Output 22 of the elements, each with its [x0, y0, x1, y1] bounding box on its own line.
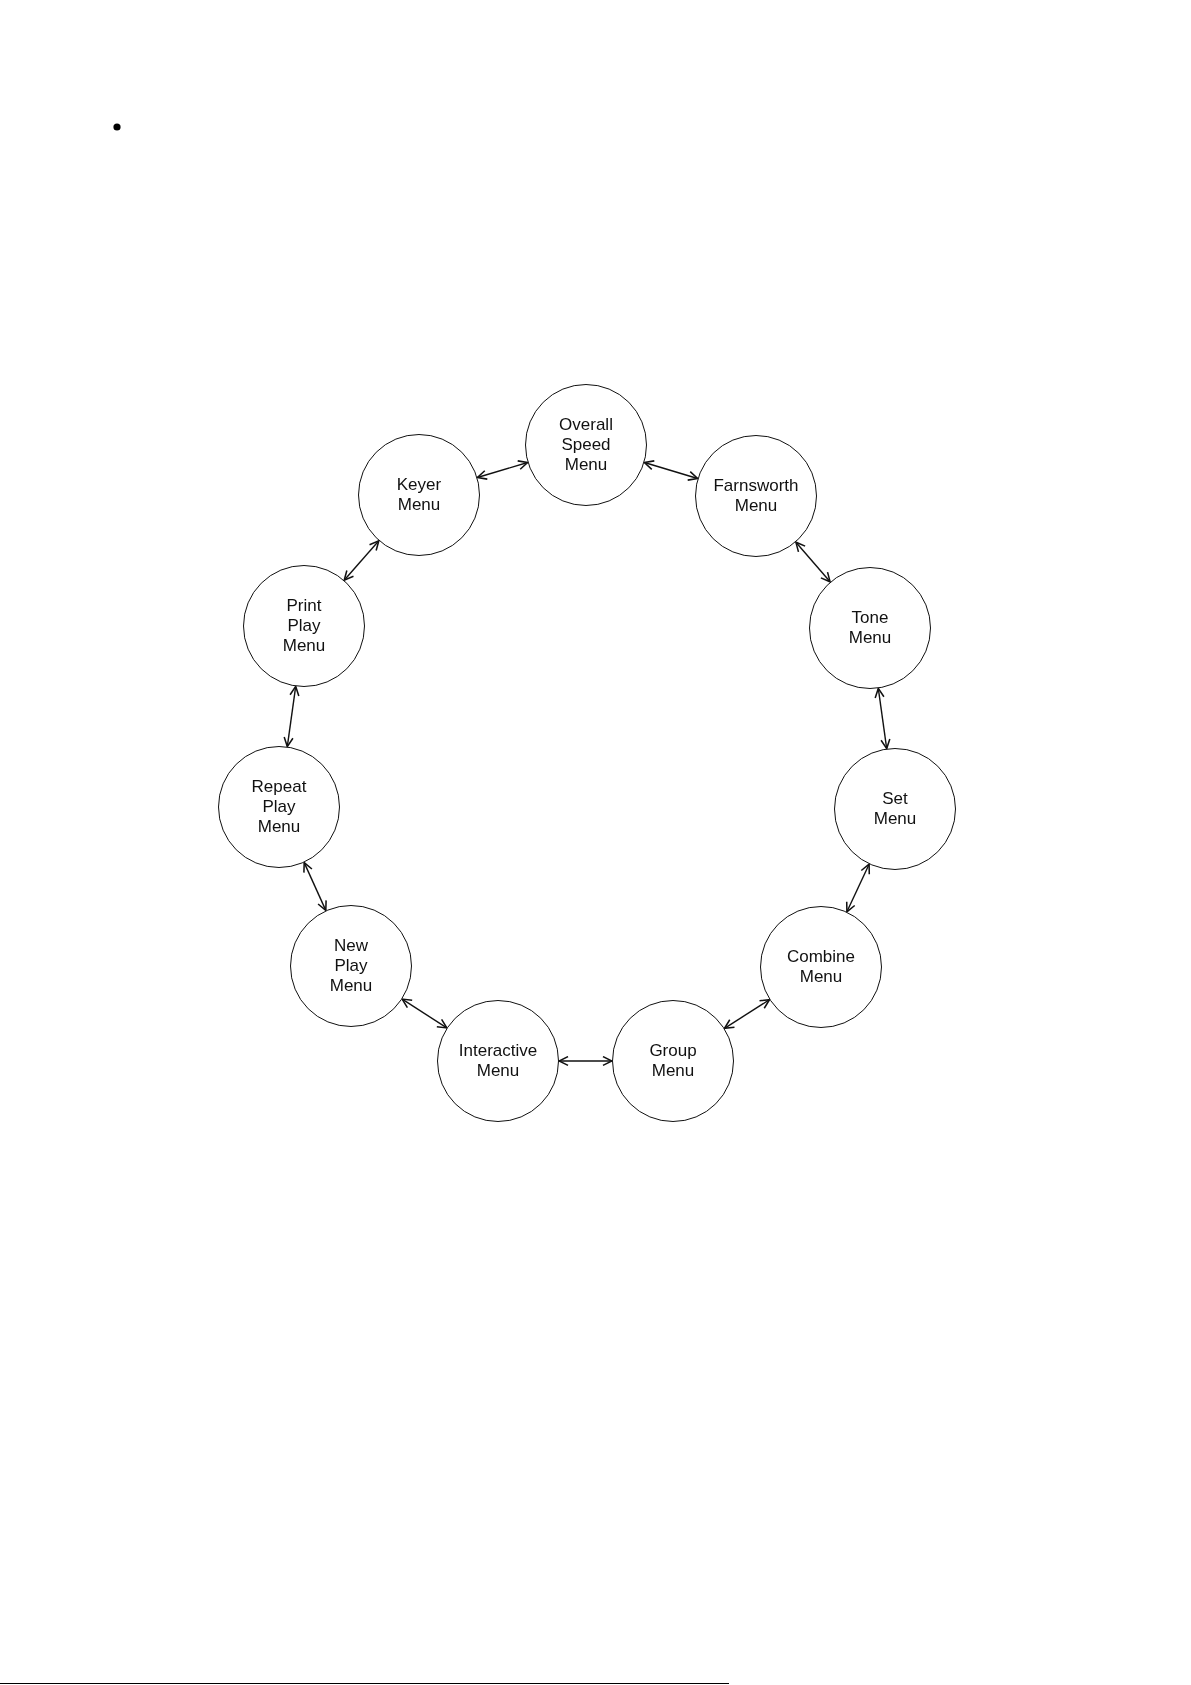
menu-name: Combine Menu: [786, 947, 855, 987]
menu-name: Set Menu: [873, 789, 917, 829]
double-arrow: [723, 998, 771, 1030]
double-arrow: [874, 687, 891, 750]
menu-name: Print Play Menu: [282, 596, 326, 656]
menu-name: New Play Menu: [329, 936, 373, 996]
double-arrow: [643, 460, 699, 481]
double-arrow: [795, 541, 831, 583]
double-arrow: [401, 998, 448, 1029]
menu-name: Repeat Play Menu: [251, 777, 307, 837]
double-arrow: [558, 1055, 613, 1067]
double-arrow: [303, 861, 327, 912]
double-arrow: [845, 863, 871, 913]
menu-name: Farnsworth Menu: [713, 476, 799, 516]
double-arrow: [343, 540, 380, 581]
menu-name: Group Menu: [649, 1041, 697, 1081]
menu-name: Tone Menu: [848, 608, 892, 648]
menu-name: Keyer Menu: [396, 475, 442, 515]
menu-name: Overall Speed Menu: [559, 415, 613, 475]
double-arrow: [283, 685, 300, 748]
menu-name: Interactive Menu: [458, 1041, 538, 1081]
double-arrow: [476, 460, 529, 480]
